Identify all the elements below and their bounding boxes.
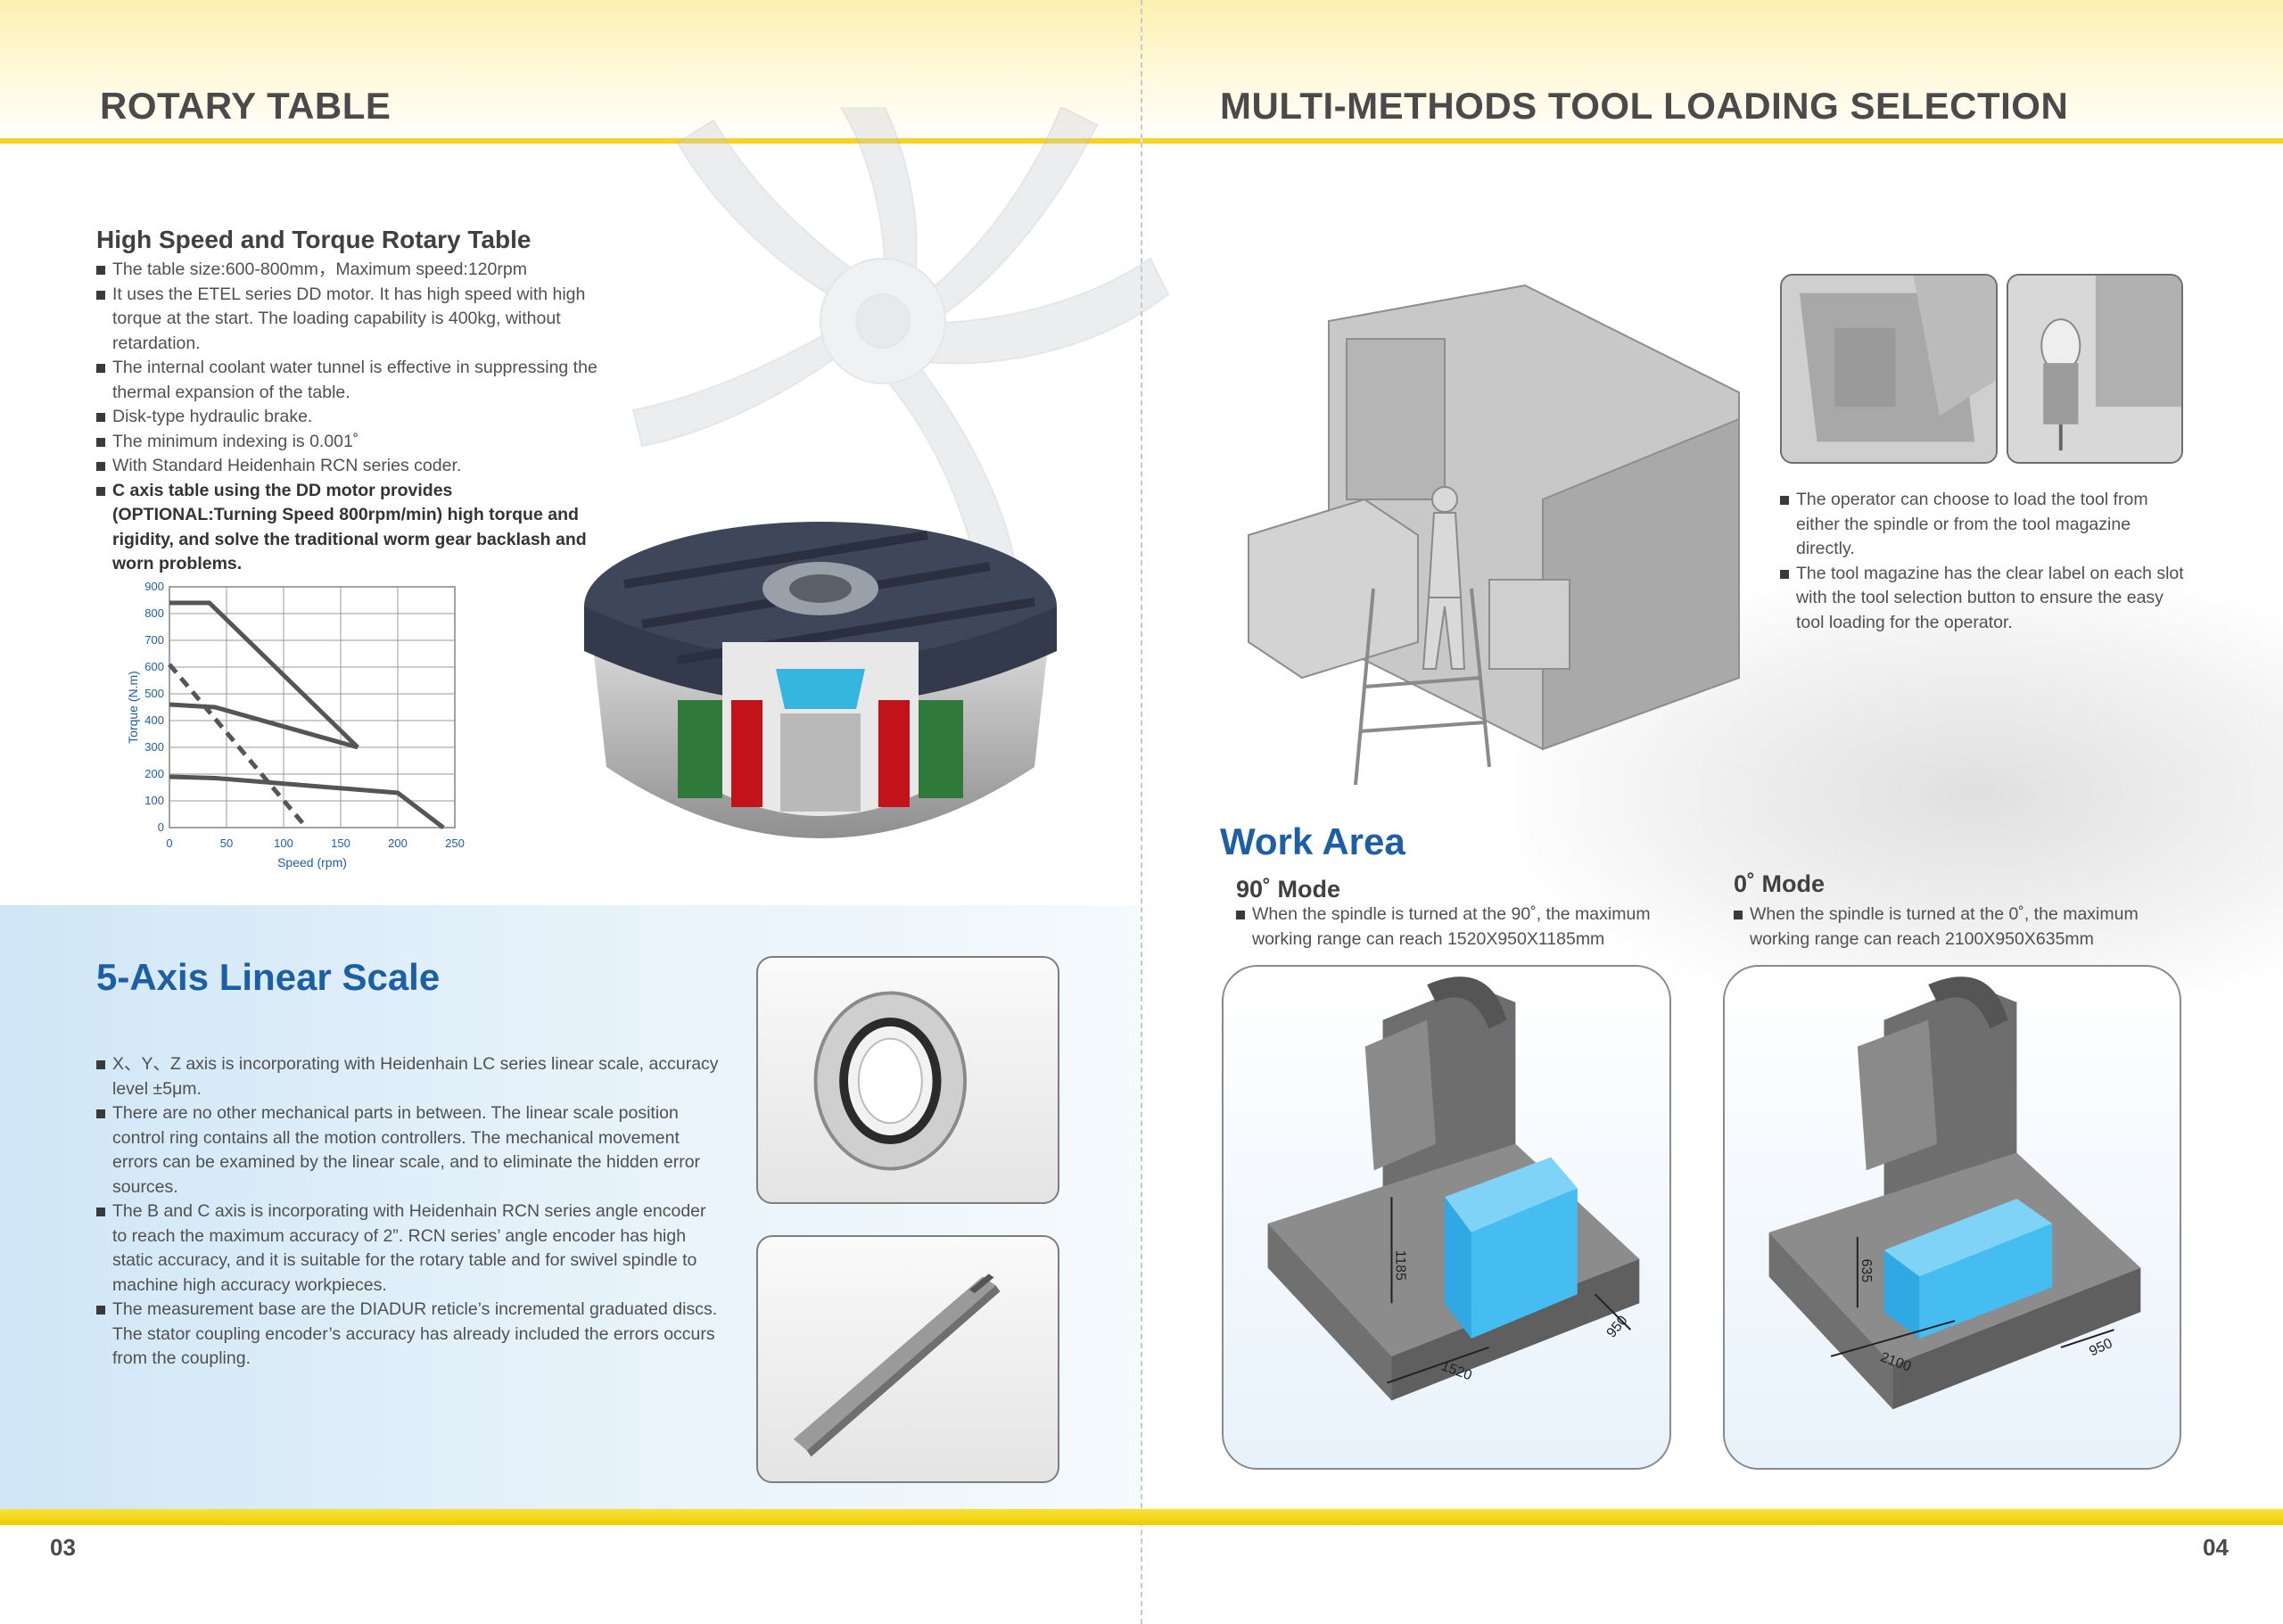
- torque-speed-chart: 0 50 100 150 200 250 0 100 200 300 400 500 600 700 800…: [126, 580, 465, 870]
- chart-y-tick-label: 600: [144, 660, 164, 673]
- linear-scale-bullet: The measurement base are the DIADUR reti…: [96, 1298, 721, 1323]
- rotary-table-heading: High Speed and Torque Rotary Table: [96, 226, 532, 253]
- chart-x-axis-label: Speed (rpm): [277, 855, 347, 870]
- chart-y-tick-label: 900: [144, 580, 164, 593]
- mode-0-z-dimension: 635: [1859, 1259, 1874, 1283]
- rotary-table-cutaway-image: [584, 522, 1057, 838]
- tool-loading-bullet: The tool magazine has the clear label on…: [1780, 562, 2244, 587]
- linear-scale-bullet-continuation: The stator coupling encoder’s accuracy h…: [112, 1323, 715, 1344]
- linear-scale-bullet-list: X、Y、Z axis is incorporating with Heidenh…: [96, 1052, 721, 1372]
- chart-y-tick-label: 500: [144, 687, 164, 700]
- chart-x-tick-label: 150: [331, 837, 350, 850]
- tool-loading-bullet-continuation: directly.: [1796, 539, 1855, 558]
- angle-encoder-image-frame: [756, 956, 1059, 1204]
- rotary-bullet-continuation: rigidity, and solve the traditional worm…: [112, 529, 587, 549]
- tool-loading-bullet-continuation: either the spindle or from the tool maga…: [1796, 514, 2131, 534]
- mode-0-title: 0˚ Mode: [1734, 870, 1826, 897]
- linear-scale-image-frame: [756, 1235, 1059, 1483]
- linear-scale-bullet-continuation: to reach the maximum accuracy of 2”. RCN…: [112, 1225, 687, 1246]
- chart-y-tick-label: 400: [144, 713, 164, 727]
- chart-y-tick-label: 100: [144, 794, 164, 807]
- chart-x-tick-label: 200: [388, 837, 408, 850]
- page-title-tool-loading: MULTI-METHODS TOOL LOADING SELECTION: [1220, 85, 2069, 127]
- chart-y-tick-label: 300: [144, 740, 164, 754]
- rotary-bullet: Disk-type hydraulic brake.: [96, 405, 614, 430]
- chart-y-tick-label: 0: [158, 820, 164, 834]
- rotary-bullet-continuation: retardation.: [112, 333, 201, 353]
- linear-scale-heading: 5-Axis Linear Scale: [96, 956, 441, 998]
- linear-scale-bullet-continuation: level ±5μm.: [112, 1078, 202, 1099]
- machine-operator-image: [1248, 284, 1740, 786]
- tool-loading-bullet: The operator can choose to load the tool…: [1780, 488, 2244, 513]
- chart-y-tick-label: 700: [144, 633, 164, 647]
- tool-loading-bullet-list: The operator can choose to load the tool…: [1780, 488, 2244, 635]
- mode-0-work-area-image: 635 2100 950: [1768, 977, 2141, 1410]
- spindle-detail-image: [1782, 276, 1996, 462]
- chart-x-tick-label: 250: [445, 837, 465, 850]
- page-spine-divider: [1141, 0, 1142, 1624]
- footer-yellow-band: [0, 1509, 2283, 1525]
- impeller-watermark-image: [631, 107, 1170, 590]
- chart-x-tick-label: 0: [166, 837, 172, 850]
- page-number-left: 03: [50, 1534, 76, 1561]
- rotary-bullet: It uses the ETEL series DD motor. It has…: [96, 283, 614, 308]
- tool-loading-bullet-continuation: with the tool selection button to ensure…: [1796, 588, 2163, 607]
- mode-0-bullet: When the spindle is turned at the 0˚, th…: [1734, 903, 2215, 927]
- rotary-bullet-continuation: (OPTIONAL:Turning Speed 800rpm/min) high…: [112, 505, 579, 524]
- mode-90-work-area-frame: 1185 1520 950: [1222, 965, 1671, 1470]
- linear-scale-bullet: The B and C axis is incorporating with H…: [96, 1199, 721, 1224]
- chart-x-tick-label: 50: [220, 837, 233, 850]
- mode-90-bullet-continuation: working range can reach 1520X950X1185mm: [1252, 928, 1605, 949]
- work-area-heading: Work Area: [1220, 820, 1405, 862]
- linear-scale-bullet-continuation: control ring contains all the motion con…: [112, 1127, 680, 1148]
- mode-90-title: 90˚ Mode: [1236, 876, 1341, 903]
- linear-scale-bullet-continuation: static accuracy, and it is suitable for …: [112, 1250, 697, 1270]
- chart-y-axis-label: Torque (N.m): [126, 671, 140, 744]
- page-title-rotary-table: ROTARY TABLE: [100, 85, 391, 127]
- spindle-tool-loading-thumbnail: [1780, 274, 1998, 464]
- chart-series-line-1: [169, 600, 359, 749]
- mode-0-y-dimension: 950: [2087, 1336, 2114, 1360]
- rotary-bullet-continuation: worn problems.: [112, 554, 243, 573]
- rotary-bullet-continuation: thermal expansion of the table.: [112, 382, 350, 402]
- chart-x-tick-label: 100: [274, 837, 293, 850]
- mode-0-bullet-continuation: working range can reach 2100X950X635mm: [1750, 928, 2094, 949]
- title-underline-right: [1142, 138, 2283, 144]
- mode-0-bullet-list: When the spindle is turned at the 0˚, th…: [1734, 903, 2215, 952]
- tool-loading-bullet-continuation: tool loading for the operator.: [1796, 612, 2013, 632]
- linear-scale-bullet-continuation: from the coupling.: [112, 1348, 251, 1368]
- tool-magazine-detail-image: [2008, 276, 2181, 462]
- mode-90-y-dimension: 950: [1604, 1313, 1631, 1340]
- angle-encoder-image: [813, 991, 968, 1171]
- page-number-right: 04: [2203, 1534, 2229, 1561]
- rotary-bullet: C axis table using the DD motor provides: [96, 479, 614, 504]
- linear-scale-bullet-continuation: sources.: [112, 1176, 178, 1197]
- rotary-bullet: The table size:600-800mm，Maximum speed:1…: [96, 258, 614, 283]
- chart-y-tick-label: 200: [144, 767, 164, 780]
- mode-90-z-dimension: 1185: [1392, 1250, 1407, 1281]
- tool-magazine-thumbnail: [2007, 274, 2183, 464]
- linear-scale-bullet-continuation: machine high accuracy workpieces.: [112, 1274, 387, 1295]
- mode-90-bullet-list: When the spindle is turned at the 90˚, t…: [1236, 903, 1700, 952]
- mode-0-work-area-frame: 635 2100 950: [1723, 965, 2181, 1470]
- linear-scale-bullet: There are no other mechanical parts in b…: [96, 1101, 721, 1126]
- chart-series-line-3: [169, 774, 445, 829]
- rotary-bullet: The minimum indexing is 0.001˚: [96, 430, 614, 455]
- rotary-bullet: With Standard Heidenhain RCN series code…: [96, 454, 614, 479]
- mode-90-bullet: When the spindle is turned at the 90˚, t…: [1236, 903, 1700, 927]
- linear-scale-bullet: X、Y、Z axis is incorporating with Heidenh…: [96, 1052, 721, 1077]
- chart-y-tick-label: 800: [144, 606, 164, 620]
- chart-series-line-2: [169, 702, 359, 750]
- rotary-bullet: The internal coolant water tunnel is eff…: [96, 356, 614, 381]
- rotary-table-bullet-list: The table size:600-800mm，Maximum speed:1…: [96, 258, 614, 577]
- linear-scale-bullet-continuation: errors can be examined by the linear sca…: [112, 1152, 701, 1172]
- title-underline-left: [0, 138, 1141, 144]
- mode-90-work-area-image: 1185 1520 950: [1267, 977, 1640, 1401]
- linear-scale-bar-image: [793, 1274, 1001, 1457]
- rotary-bullet-continuation: torque at the start. The loading capabil…: [112, 309, 561, 328]
